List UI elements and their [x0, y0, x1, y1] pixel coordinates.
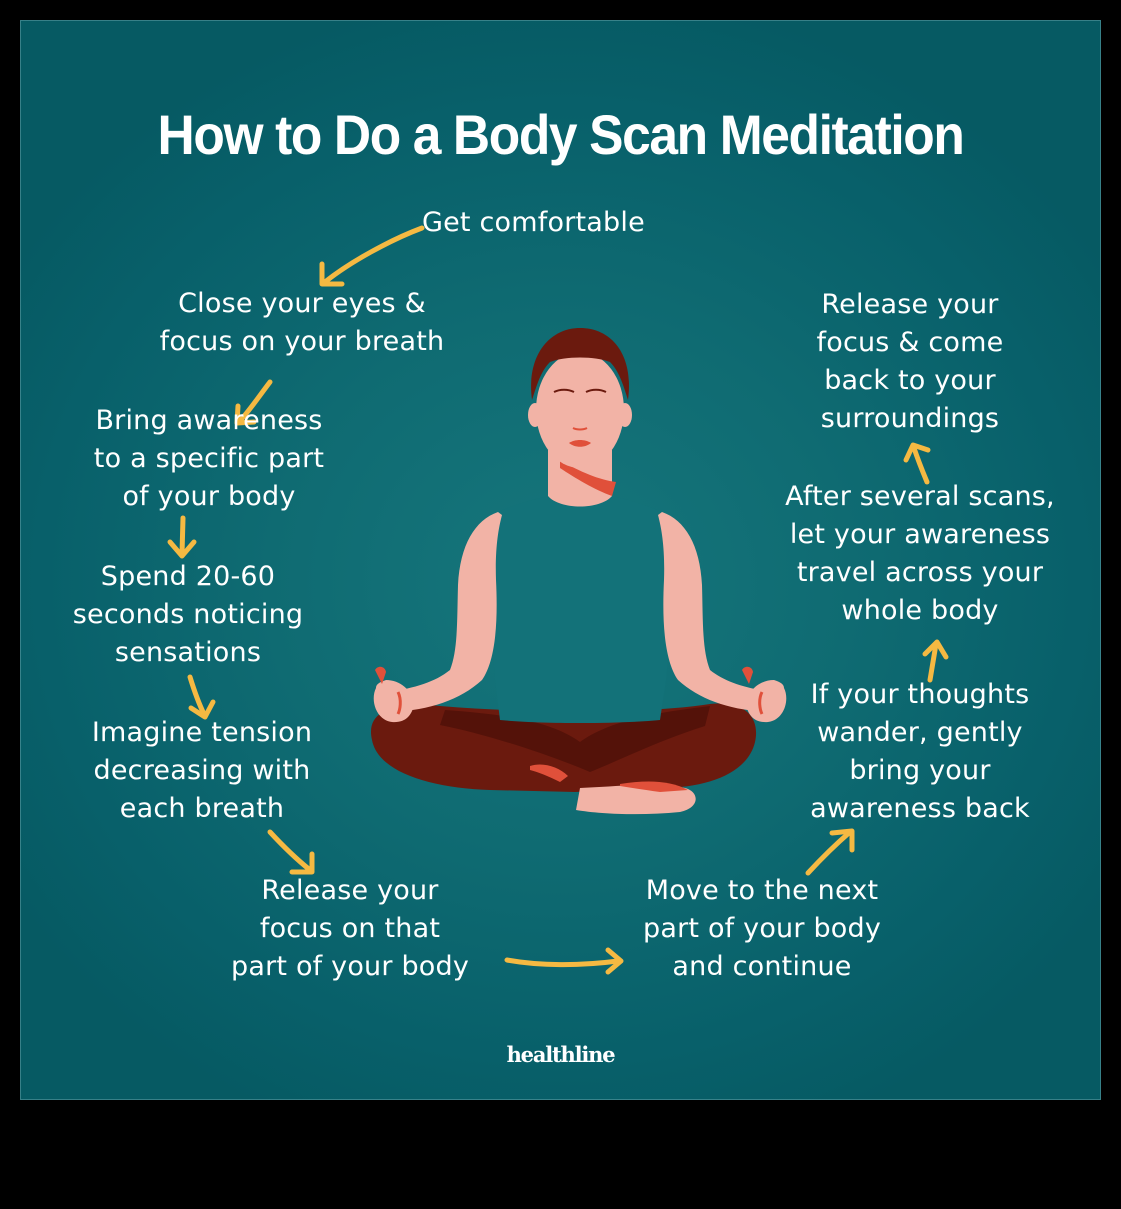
infographic-title: How to Do a Body Scan Meditation	[157, 103, 965, 166]
step-8-thoughts-wander: If your thoughts wander, gently bring yo…	[810, 679, 1030, 824]
step-1-get-comfortable: Get comfortable	[422, 207, 645, 238]
step-6-release-focus: Release your focus on that part of your …	[230, 875, 470, 982]
arrow-4-to-5	[187, 674, 216, 720]
arrow-9-to-10	[903, 442, 931, 485]
step-7-move-next: Move to the next part of your body and c…	[642, 875, 882, 982]
arrow-1-to-2	[319, 225, 425, 287]
step-3-bring-awareness: Bring awareness to a specific part of yo…	[93, 405, 325, 512]
step-4-spend-seconds: Spend 20-60 seconds noticing sensations	[72, 561, 304, 668]
brand-logo: healthline	[506, 1042, 616, 1067]
arrow-3-to-4	[167, 515, 197, 559]
arrow-2-to-3	[234, 379, 273, 426]
meditating-person-icon	[370, 328, 787, 815]
arrow-6-to-7	[504, 947, 624, 975]
arrow-5-to-6	[267, 829, 315, 875]
step-9-several-scans: After several scans, let your awareness …	[785, 481, 1055, 626]
arrow-7-to-8	[805, 828, 855, 876]
step-2-close-eyes: Close your eyes & focus on your breath	[159, 288, 445, 357]
step-5-imagine-tension: Imagine tension decreasing with each bre…	[91, 717, 313, 824]
step-10-come-back: Release your focus & come back to your s…	[816, 289, 1004, 434]
arrow-8-to-9	[922, 639, 949, 683]
illustration-layer	[167, 225, 949, 975]
infographic-card: How to Do a Body Scan Meditation	[20, 20, 1101, 1100]
